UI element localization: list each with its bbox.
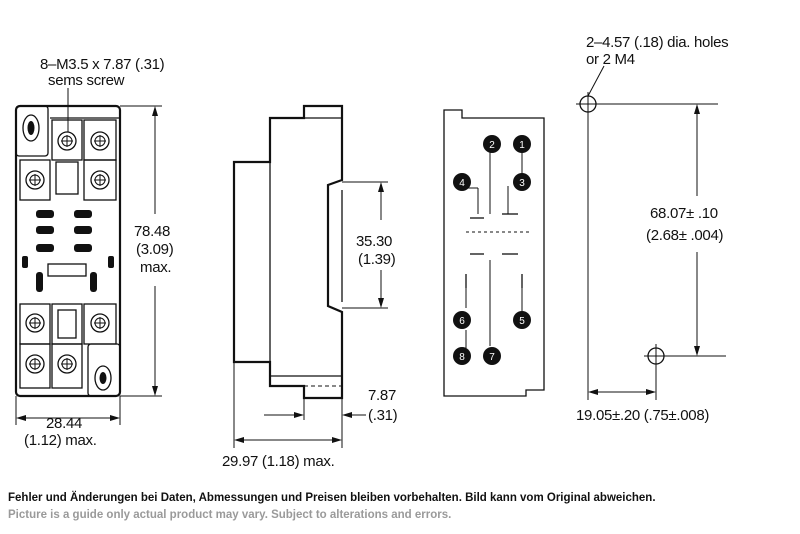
terminal-arrangement: 1 2 3 4 5 6 7 8 [443,109,545,397]
disclaimer-german: Fehler und Änderungen bei Daten, Abmessu… [8,492,656,504]
side-view [232,104,388,448]
disclaimer-english: Picture is a guide only actual product m… [8,509,452,521]
screw-type-label: sems screw [48,72,125,89]
terminal-label: 1 [519,140,525,151]
height-inch-label: (3.09) [136,241,174,258]
front-view [14,88,162,425]
hole-spacing-inch-label: (2.68± .004) [646,227,723,244]
terminal-label: 6 [459,316,465,327]
hole-spacing-label: 68.07± .10 [650,205,718,222]
terminal-label: 4 [459,178,465,189]
height-dimension-label: 78.48 [134,223,170,240]
rail-inch-label: (1.39) [358,251,396,268]
width-inch-label: (1.12) max. [24,432,97,449]
mounting-holes-view [576,65,726,400]
clip-dimension-label: 7.87 [368,387,396,404]
terminal-label: 3 [519,178,525,189]
terminal-label: 8 [459,352,465,363]
terminal-label: 7 [489,352,495,363]
holes-alt-label: or 2 M4 [586,51,635,68]
screw-spec-label: 8–M3.5 x 7.87 (.31) [40,56,165,73]
terminal-label: 5 [519,316,525,327]
rail-dimension-label: 35.30 [356,233,392,250]
hole-offset-label: 19.05±.20 (.75±.008) [576,407,709,424]
holes-spec-label: 2–4.57 (.18) dia. holes [586,34,728,51]
width-dimension-label: 28.44 [46,415,82,432]
height-max-label: max. [140,259,171,276]
mounting-hole-icon [644,344,668,368]
screw-icon [25,131,110,374]
terminal-label: 2 [489,140,495,151]
clip-inch-label: (.31) [368,407,398,424]
depth-dimension-label: 29.97 (1.18) max. [222,453,334,470]
